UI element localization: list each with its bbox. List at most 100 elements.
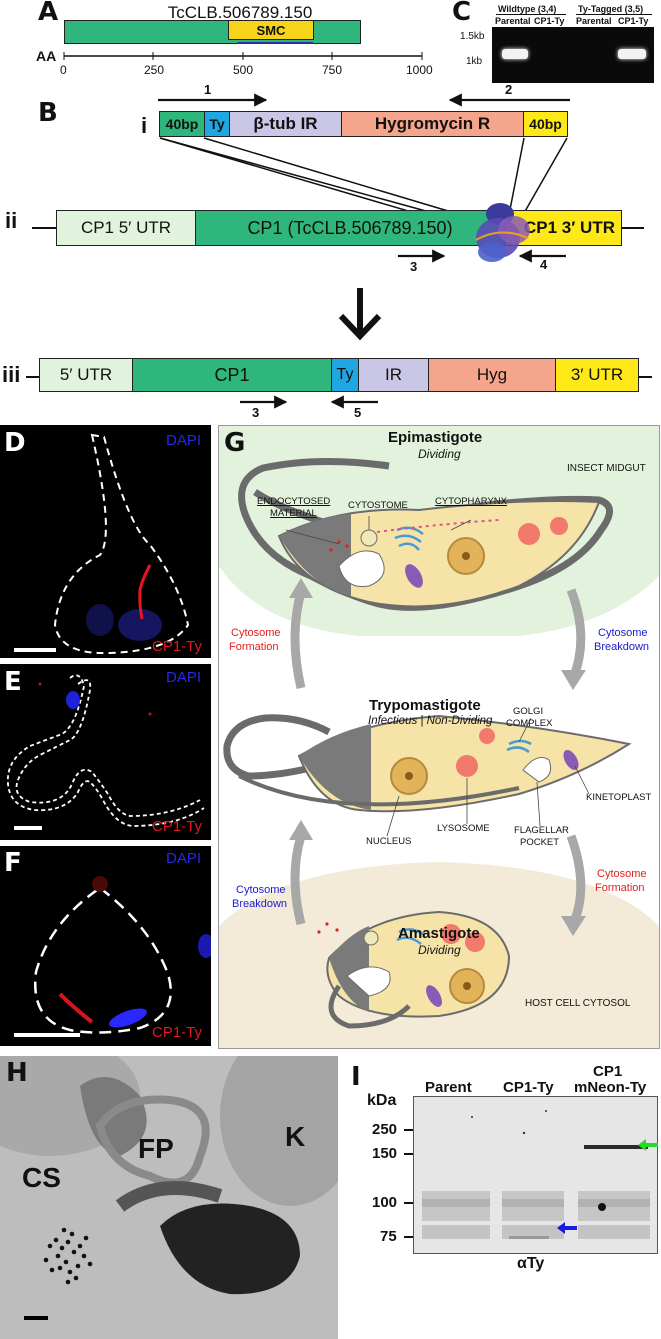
panel-h-image	[0, 1056, 338, 1339]
lysosome-label: LYSOSOME	[437, 823, 490, 834]
trypomastigote-title: Trypomastigote	[369, 697, 481, 714]
panel-d-scalebar	[14, 648, 56, 652]
aa-tick-1000: 1000	[406, 63, 433, 77]
primer-3-label-ii: 3	[410, 259, 418, 274]
panel-f-image	[0, 846, 211, 1046]
cytosome-formation-2: Formation	[229, 641, 279, 653]
lane-cp1: CP1	[593, 1063, 623, 1080]
endocytosed-label-2: MATERIAL	[270, 508, 317, 519]
marker-100: 100	[372, 1194, 398, 1211]
construct-i-ty: Ty	[204, 111, 230, 137]
marker-75: 75	[380, 1228, 397, 1245]
amastigote-title: Amastigote	[398, 925, 480, 942]
trypomastigote-subtitle: Infectious | Non-Dividing	[368, 715, 493, 727]
construct-i-label: i	[141, 113, 148, 138]
construct-iii-ir: IR	[358, 358, 429, 392]
insect-midgut-label: INSECT MIDGUT	[567, 463, 646, 474]
golgi-label-2: COMPLEX	[506, 718, 553, 729]
gel-image	[492, 27, 654, 83]
lane-mneon-ty: mNeon-Ty	[574, 1079, 647, 1096]
epimastigote-subtitle: Dividing	[418, 447, 461, 461]
k-label: K	[285, 1121, 306, 1152]
panel-h-scalebar	[24, 1316, 48, 1320]
gene-id-title: TcCLB.506789.150	[167, 3, 313, 22]
green-arrow-icon	[638, 1139, 658, 1151]
cytosome-breakdown-1: Cytosome	[598, 627, 648, 639]
panel-d-cp1ty: CP1-Ty	[152, 638, 203, 655]
gel-group-wildtype: Wildtype (3,4)	[498, 4, 557, 14]
construct-iii-5utr: 5′ UTR	[39, 358, 133, 392]
endocytosed-label-1: ENDOCYTOSED	[257, 496, 331, 507]
construct-iii-3utr: 3′ UTR	[555, 358, 639, 392]
panel-e-label: E	[4, 667, 22, 697]
construct-i-40bp-left: 40bp	[159, 111, 205, 137]
cas9-complex	[475, 203, 530, 262]
panel-b-label: B	[38, 98, 58, 128]
aa-axis	[63, 52, 423, 60]
gel-marker-1-5kb: 1.5kb	[460, 31, 485, 42]
panel-a-label: A	[38, 0, 59, 27]
cytosome-breakdown-2: Breakdown	[594, 641, 650, 653]
cytopharynx-label: CYTOPHARYNX	[435, 496, 507, 507]
fp-label: FP	[138, 1133, 174, 1164]
cytosome-formation-4: Formation	[595, 882, 645, 894]
panel-f-cp1ty: CP1-Ty	[152, 1024, 203, 1041]
kda-label: kDa	[367, 1092, 397, 1109]
gel-lane-2: CP1-Ty	[534, 16, 565, 26]
aa-axis-label: AA	[36, 48, 57, 64]
panel-f-label: F	[4, 848, 22, 878]
marker-ticks	[404, 1129, 414, 1238]
construct-iii-hyg: Hyg	[428, 358, 556, 392]
marker-250: 250	[372, 1121, 398, 1138]
aa-tick-250: 250	[144, 63, 165, 77]
construct-iii-cp1: CP1	[132, 358, 332, 392]
panel-e-cp1ty: CP1-Ty	[152, 818, 203, 835]
cs-label: CS	[22, 1162, 61, 1193]
aa-tick-0: 0	[60, 63, 67, 77]
aa-tick-500: 500	[233, 63, 254, 77]
panel-e-dapi: DAPI	[166, 669, 202, 686]
panel-d-image	[0, 425, 211, 658]
gel-lane-1: Parental	[495, 16, 531, 26]
primer-1-label: 1	[204, 82, 212, 97]
epimastigote-title: Epimastigote	[388, 429, 483, 446]
gel-lane-3: Parental	[576, 16, 612, 26]
blue-arrow-icon	[557, 1222, 577, 1234]
construct-i-hygromycin: Hygromycin R	[341, 111, 524, 137]
construct-iii-label: iii	[2, 362, 21, 387]
gel-group-tytagged: Ty-Tagged (3,5)	[578, 4, 644, 14]
smc-underline	[238, 42, 313, 44]
amastigote-subtitle: Dividing	[418, 943, 461, 957]
primer-3-label-iii: 3	[252, 405, 260, 420]
nucleus-label: NUCLEUS	[366, 836, 412, 847]
panel-f-scalebar	[14, 1033, 80, 1037]
marker-150: 150	[372, 1145, 398, 1162]
flagellar-label-2: POCKET	[520, 837, 560, 848]
primer-arrows-i	[158, 93, 570, 107]
construct-ii-5utr: CP1 5′ UTR	[56, 210, 196, 246]
construct-i-btub-ir: β-tub IR	[229, 111, 342, 137]
western-blot	[413, 1096, 658, 1254]
panel-c-label: C	[452, 0, 472, 27]
smc-domain: SMC	[228, 20, 314, 40]
lane-cp1-ty: CP1-Ty	[503, 1079, 554, 1096]
cytostome-label: CYTOSTOME	[348, 500, 408, 511]
panel-g-box	[218, 425, 660, 1049]
aa-tick-750: 750	[322, 63, 343, 77]
panel-e-image	[0, 664, 211, 840]
panel-e-scalebar	[14, 826, 42, 830]
primer-arrows-ii	[398, 249, 566, 263]
panel-g-label: G	[224, 428, 246, 458]
cytosome-formation-3: Cytosome	[597, 868, 647, 880]
gel-marker-1kb: 1kb	[466, 56, 483, 67]
gene-bar	[64, 20, 361, 44]
host-cell-label: HOST CELL CYTOSOL	[525, 998, 631, 1009]
kinetoplast-label: KINETOPLAST	[586, 792, 652, 803]
panel-h-label: H	[6, 1058, 28, 1088]
primer-4-label-ii: 4	[540, 257, 548, 272]
gel-lane-4: CP1-Ty	[618, 16, 649, 26]
panel-d-dapi: DAPI	[166, 432, 202, 449]
construct-i-40bp-right: 40bp	[523, 111, 568, 137]
primer-5-label-iii: 5	[354, 405, 362, 420]
panel-i-label: I	[351, 1062, 361, 1092]
